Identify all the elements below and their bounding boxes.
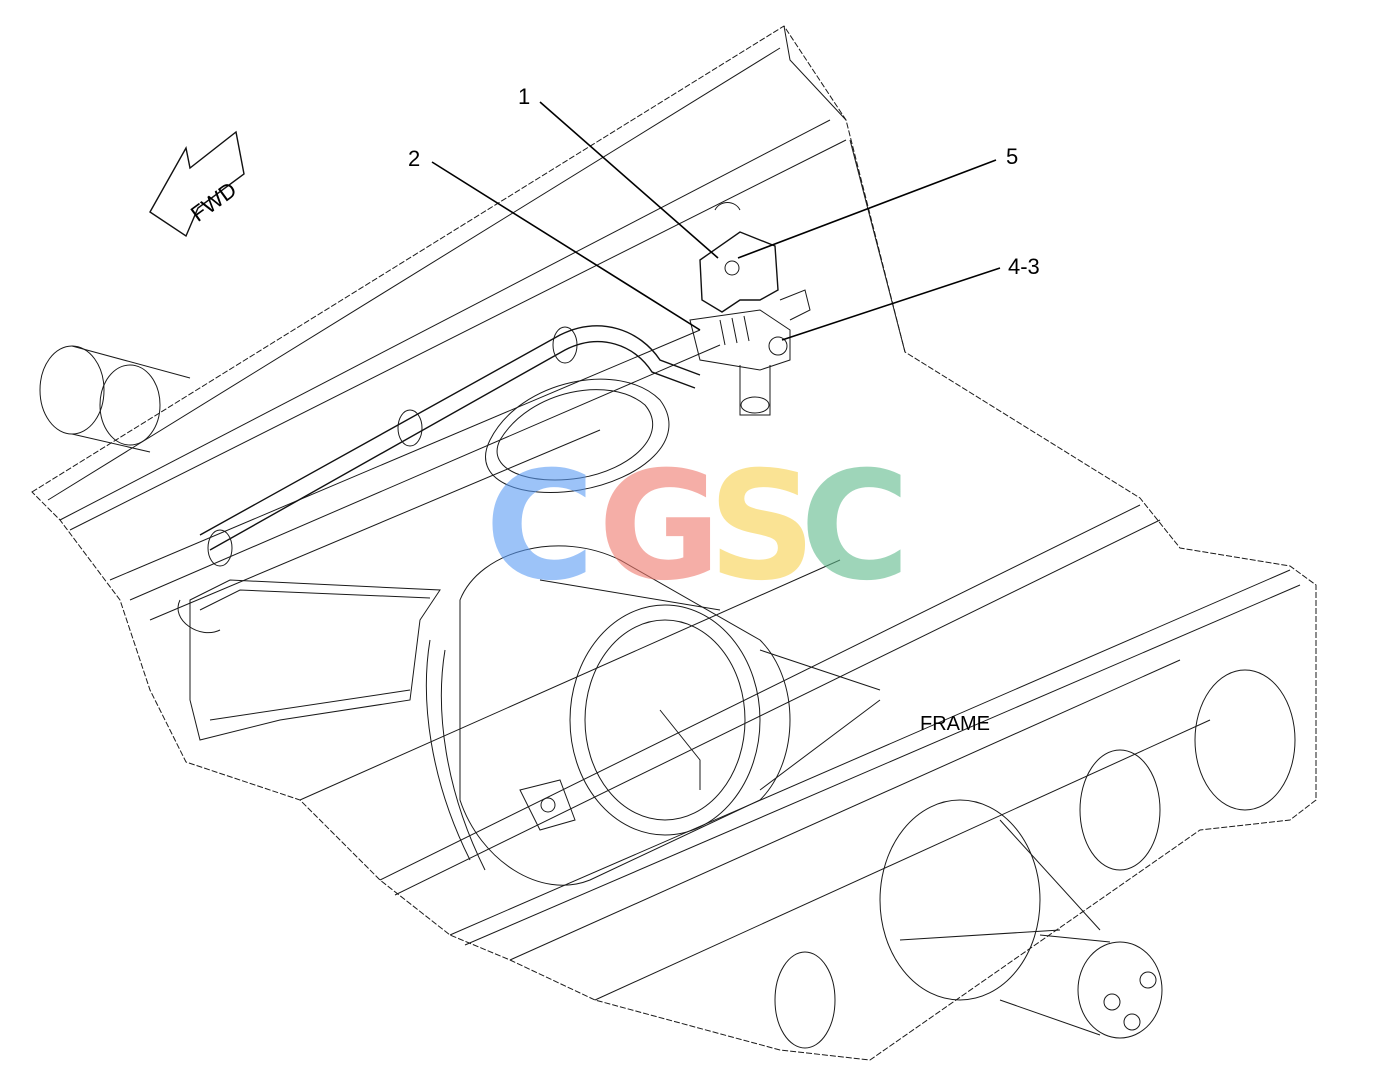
forward-arrow-icon: FWD (149, 130, 245, 238)
watermark-letter-c1: C (485, 440, 595, 614)
leader-line-4-3 (781, 267, 1001, 341)
leader-line-5 (737, 159, 997, 259)
callout-1: 1 (518, 84, 530, 109)
callout-2: 2 (408, 146, 420, 171)
watermark-logo: C G S C (485, 440, 910, 614)
frame-drawing (31, 25, 1317, 1061)
watermark-letter-c2: C (800, 440, 910, 614)
leader-line-1 (539, 101, 719, 259)
frame-label: FRAME (920, 713, 990, 735)
callout-5: 5 (1006, 144, 1018, 169)
watermark-letter-s: S (708, 440, 816, 614)
callout-4-3: 4-3 (1008, 254, 1040, 279)
fwd-label: FWD (186, 177, 241, 227)
watermark-letter-g: G (598, 440, 721, 614)
leader-lines (431, 101, 1001, 341)
leader-line-2 (431, 161, 701, 331)
